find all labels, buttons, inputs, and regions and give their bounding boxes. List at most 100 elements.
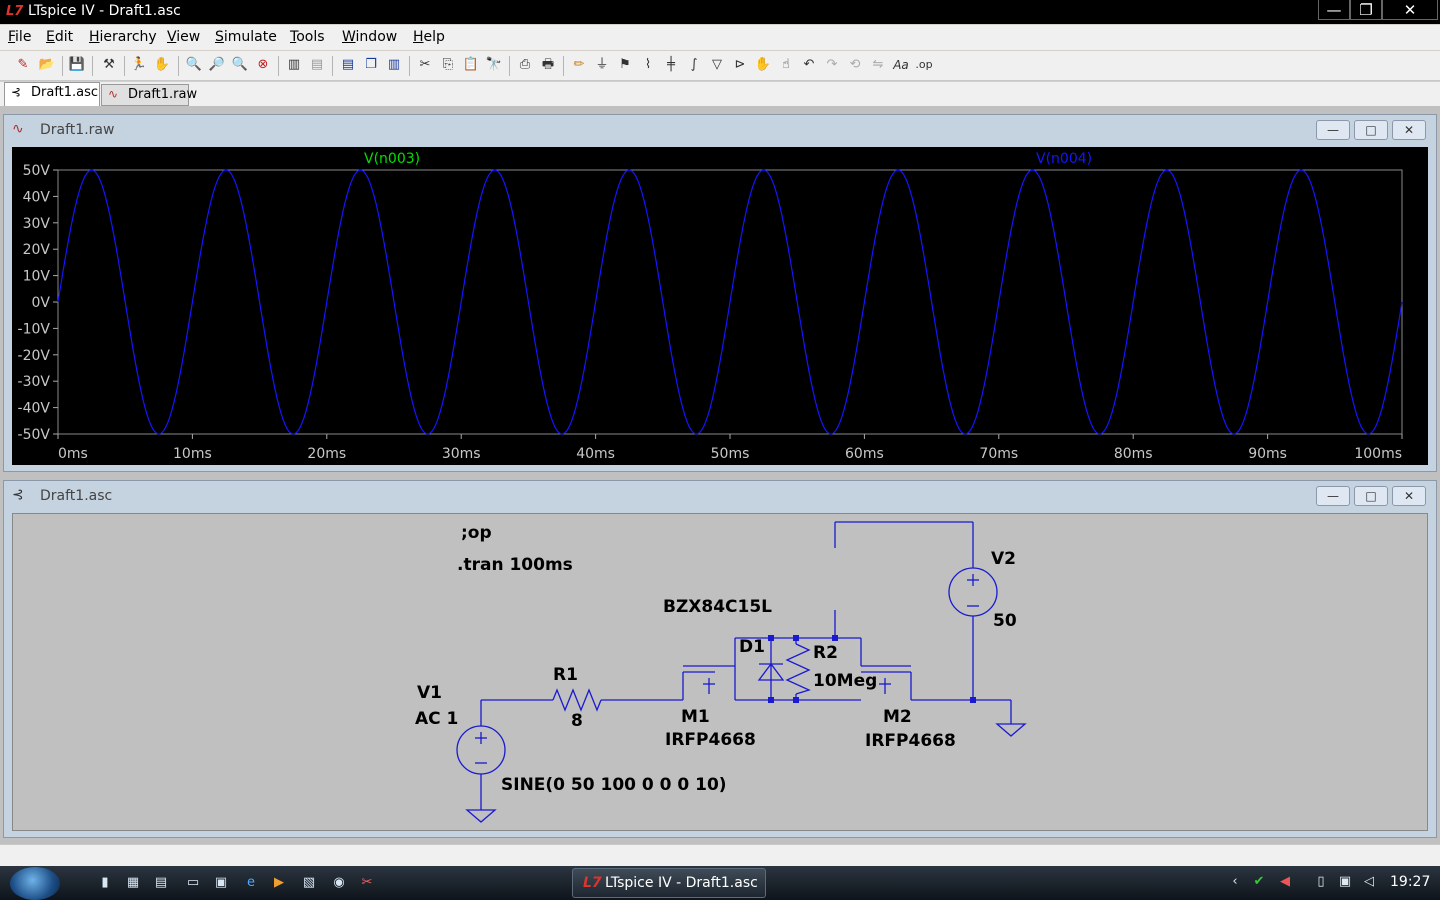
explorer-icon[interactable]: ▦ (126, 875, 140, 890)
draw-wire-icon[interactable]: ✏ (573, 57, 585, 72)
tile-horizontal-icon[interactable]: ▤ (341, 57, 355, 72)
cut-icon[interactable]: ✂ (419, 57, 431, 72)
autorange-icon[interactable]: ▥ (287, 57, 301, 72)
delete-trace-icon[interactable]: ▤ (310, 57, 324, 72)
v1-source-label[interactable]: SINE(0 50 100 0 0 0 10) (501, 775, 727, 795)
show-desktop-icon[interactable]: ▮ (101, 875, 109, 890)
m1-model-label[interactable]: IRFP4668 (665, 730, 756, 750)
d1-model-label[interactable]: BZX84C15L (663, 597, 772, 617)
tab-draft1-raw[interactable]: ∿ Draft1.raw (101, 84, 197, 106)
ground-icon[interactable] (995, 723, 1027, 737)
drag-icon[interactable]: ☝ (782, 57, 790, 72)
print-setup-icon[interactable]: ⎙ (519, 57, 531, 72)
undo-icon[interactable]: ↶ (803, 57, 815, 72)
component-icon[interactable]: ⊳ (734, 57, 746, 72)
tool-icon[interactable]: ✂ (361, 875, 373, 890)
ground-icon[interactable]: ⏚ (595, 57, 609, 72)
tray-security-icon[interactable]: ✔ (1253, 874, 1265, 889)
notepad-icon[interactable]: ▧ (302, 875, 316, 890)
control-panel-icon[interactable]: ⚒ (103, 57, 115, 72)
clock[interactable]: 19:27 (1390, 874, 1431, 890)
tray-speaker-icon[interactable]: ◁ (1364, 874, 1374, 889)
menu-help[interactable]: Help (413, 29, 445, 45)
m2-model-label[interactable]: IRFP4668 (865, 731, 956, 751)
schematic-window[interactable]: ⊰ Draft1.asc — □ ✕ (3, 480, 1437, 838)
v1-name-label[interactable]: V1 (417, 683, 442, 703)
schematic-canvas[interactable]: ;op .tran 100ms BZX84C15L D1 R2 10Meg R1… (12, 513, 1428, 831)
paste-icon[interactable]: 📋 (462, 57, 480, 72)
maximize-button[interactable]: □ (1354, 486, 1388, 506)
mirror-icon[interactable]: ⇋ (872, 57, 884, 72)
m2-mosfet[interactable] (860, 638, 912, 700)
pan-icon[interactable]: 🔎 (208, 57, 226, 72)
m1-mosfet[interactable] (682, 665, 736, 700)
zoom-fit-icon[interactable]: ⊗ (257, 57, 269, 72)
capacitor-icon[interactable]: ╪ (667, 57, 675, 72)
spice-directive-icon[interactable]: .op (915, 58, 933, 71)
tray-network-icon[interactable]: ▣ (1338, 874, 1352, 889)
move-icon[interactable]: ✋ (754, 57, 772, 72)
redo-icon[interactable]: ↷ (826, 57, 838, 72)
v1-voltage-source[interactable] (456, 700, 506, 798)
menu-hierarchy[interactable]: Hierarchy (89, 29, 157, 45)
menu-edit[interactable]: Edit (46, 29, 74, 45)
tab-draft1-asc[interactable]: ⊰ Draft1.asc (4, 82, 100, 106)
label-net-icon[interactable]: ⚑ (619, 57, 631, 72)
v2-voltage-source[interactable] (948, 567, 998, 617)
network-icon[interactable]: ▣ (214, 875, 228, 890)
tray-battery-icon[interactable]: ▯ (1317, 874, 1325, 889)
menu-window[interactable]: Window (342, 29, 398, 45)
halt-icon[interactable]: ✋ (153, 57, 171, 72)
find-icon[interactable]: 🔭 (485, 57, 503, 72)
start-button[interactable] (10, 867, 60, 900)
close-button[interactable]: ✕ (1382, 0, 1438, 20)
run-icon[interactable]: 🏃 (130, 57, 148, 72)
minimize-button[interactable]: — (1318, 0, 1350, 20)
menu-file[interactable]: File (8, 29, 32, 45)
r2-value-label[interactable]: 10Meg (813, 671, 877, 691)
r1-resistor[interactable] (552, 688, 602, 712)
tile-vertical-icon[interactable]: ▥ (387, 57, 401, 72)
r1-value-label[interactable]: 8 (571, 711, 583, 731)
open-icon[interactable]: 📂 (38, 57, 56, 72)
menu-tools[interactable]: Tools (290, 29, 325, 45)
print-icon[interactable]: 🖶 (541, 57, 555, 72)
v2-value-label[interactable]: 50 (993, 611, 1017, 631)
resistor-icon[interactable]: ⌇ (644, 57, 652, 72)
inductor-icon[interactable]: ∫ (690, 57, 698, 72)
zoom-out-icon[interactable]: 🔍 (231, 57, 249, 72)
r2-name-label[interactable]: R2 (813, 643, 838, 663)
m1-name-label[interactable]: M1 (681, 707, 710, 727)
copy-icon[interactable]: ⎘ (442, 57, 454, 72)
legend-v-n003[interactable]: V(n003) (364, 151, 420, 167)
spice-directive-tran[interactable]: .tran 100ms (457, 555, 573, 575)
m2-name-label[interactable]: M2 (883, 707, 912, 727)
ground-icon[interactable] (465, 809, 497, 823)
internet-explorer-icon[interactable]: e (247, 875, 255, 890)
spice-directive-op[interactable]: ;op (461, 523, 492, 543)
menu-view[interactable]: View (167, 29, 201, 45)
r1-name-label[interactable]: R1 (553, 665, 578, 685)
v2-name-label[interactable]: V2 (991, 549, 1016, 569)
minimize-button[interactable]: — (1316, 486, 1350, 506)
d1-zener-diode[interactable] (757, 638, 785, 700)
minimize-button[interactable]: — (1316, 120, 1350, 140)
d1-name-label[interactable]: D1 (739, 637, 765, 657)
restore-button[interactable]: ❐ (1350, 0, 1382, 20)
tray-expand-icon[interactable]: ‹ (1232, 874, 1238, 889)
computer-icon[interactable]: ▭ (186, 875, 200, 890)
folder-icon[interactable]: ▤ (154, 875, 168, 890)
text-icon[interactable]: Aa (893, 58, 909, 72)
new-schematic-icon[interactable]: ✎ (17, 57, 29, 72)
tray-volume-icon[interactable]: ◀ (1280, 874, 1290, 889)
r2-resistor[interactable] (785, 638, 811, 700)
v1-value-label[interactable]: AC 1 (415, 709, 458, 729)
diode-icon[interactable]: ▽ (712, 57, 722, 72)
maximize-button[interactable]: □ (1354, 120, 1388, 140)
media-player-icon[interactable]: ▶ (274, 875, 284, 890)
zoom-in-icon[interactable]: 🔍 (185, 57, 203, 72)
cascade-icon[interactable]: ❐ (365, 57, 377, 72)
task-ltspice[interactable]: L7 LTspice IV - Draft1.asc (572, 868, 766, 898)
